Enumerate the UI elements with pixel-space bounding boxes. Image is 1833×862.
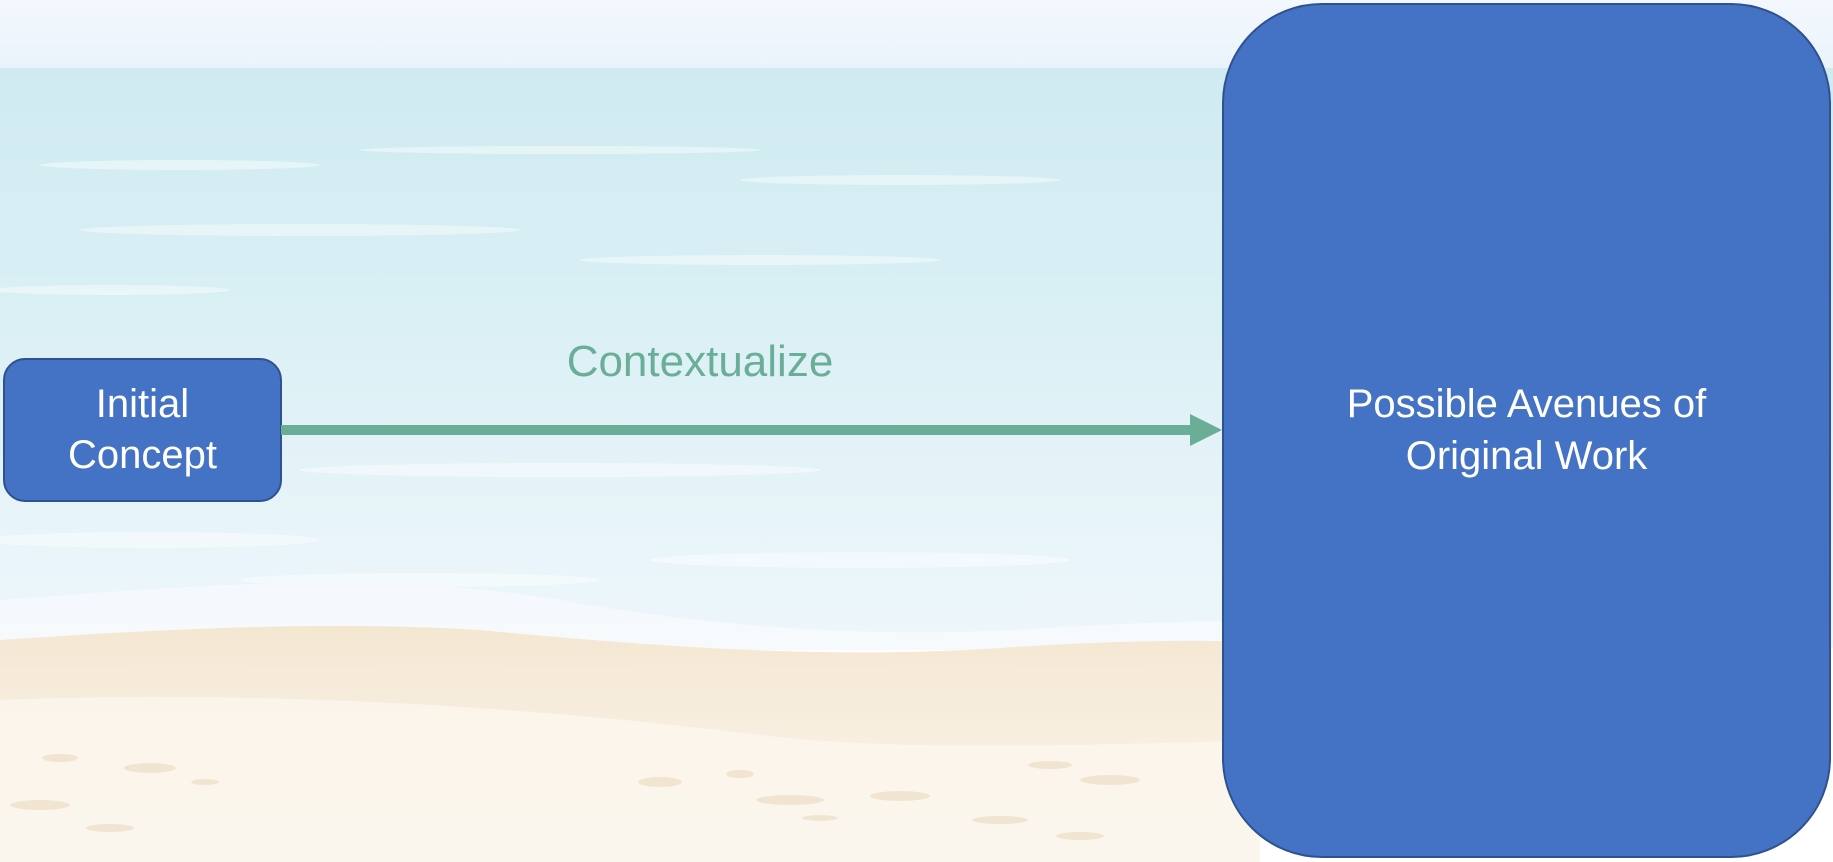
possible-avenues-label: Possible Avenues of Original Work (1317, 379, 1737, 481)
initial-concept-line-2: Concept (68, 433, 217, 477)
initial-concept-node[interactable]: Initial Concept (3, 358, 282, 502)
possible-avenues-line-1: Possible Avenues of (1346, 382, 1707, 427)
possible-avenues-node[interactable]: Possible Avenues of Original Work (1222, 3, 1831, 858)
possible-avenues-line-2: Original Work (1405, 433, 1648, 478)
initial-concept-label: Initial Concept (38, 379, 247, 481)
contextualize-label: Contextualize (566, 337, 834, 386)
initial-concept-line-1: Initial (95, 381, 190, 426)
